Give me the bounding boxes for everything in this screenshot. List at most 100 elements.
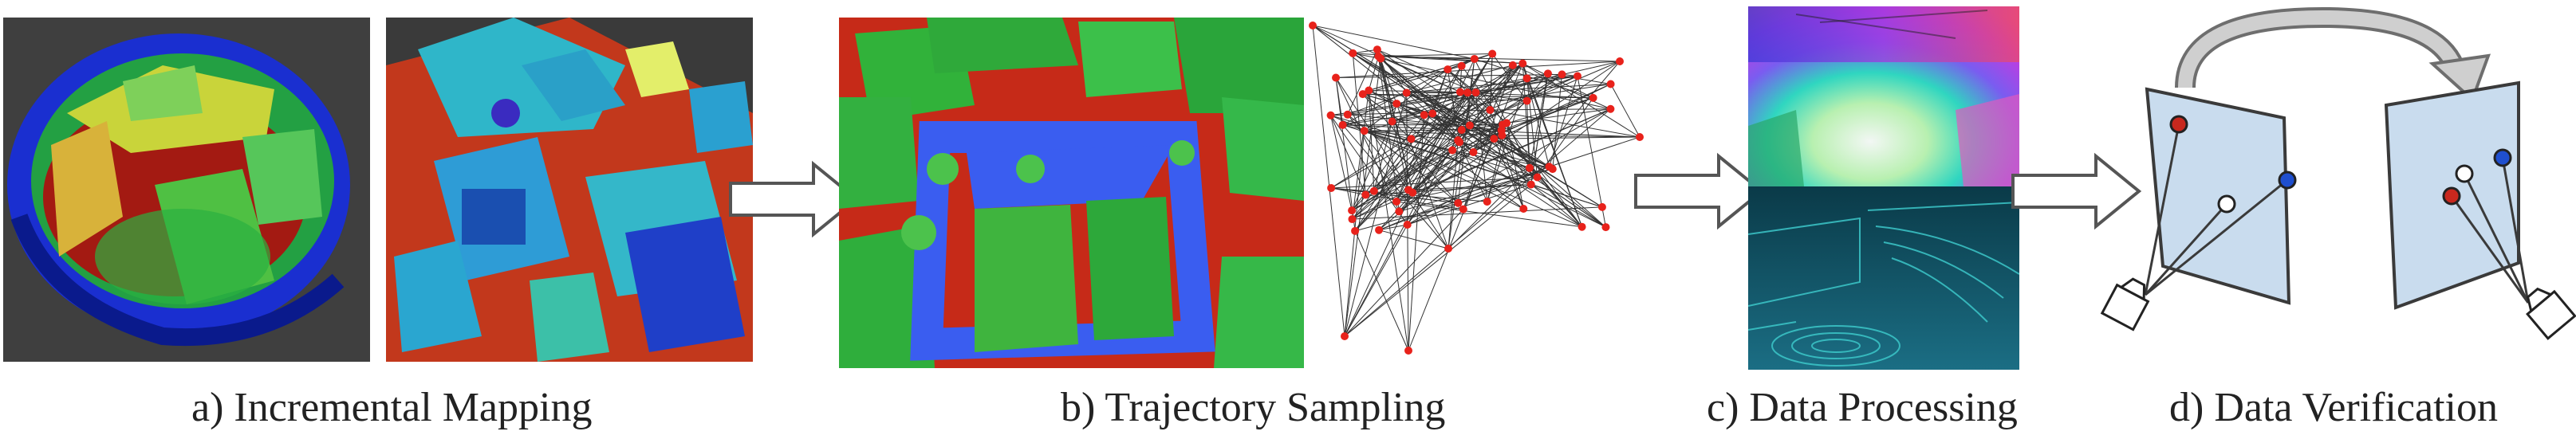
graph-edge bbox=[1368, 90, 1375, 191]
graph-edge bbox=[1475, 92, 1488, 202]
point-white-left bbox=[2217, 194, 2236, 214]
flow-arrow-c-to-d bbox=[2008, 151, 2144, 231]
graph-node bbox=[1558, 70, 1566, 79]
mapping-view-1 bbox=[3, 18, 370, 362]
graph-edge bbox=[1502, 135, 1606, 228]
graph-edge bbox=[1344, 92, 1408, 337]
graph-node bbox=[1373, 45, 1381, 54]
graph-node bbox=[1543, 69, 1552, 78]
graph-node bbox=[1403, 220, 1412, 229]
graph-node bbox=[1508, 61, 1517, 69]
graph-edge bbox=[1365, 194, 1463, 210]
graph-edge bbox=[1331, 187, 1459, 204]
graph-node bbox=[1388, 117, 1396, 126]
graph-edge bbox=[1529, 167, 1606, 228]
graph-edge bbox=[1529, 61, 1621, 169]
trajectory-graph bbox=[1305, 18, 1656, 368]
graph-node bbox=[1332, 73, 1341, 82]
graph-edge bbox=[1522, 63, 1583, 227]
graph-edge bbox=[1373, 139, 1459, 192]
graph-node bbox=[1392, 100, 1401, 108]
graph-edge bbox=[1493, 138, 1524, 210]
graph-node bbox=[1402, 88, 1411, 97]
graph-edge bbox=[1331, 187, 1487, 202]
caption-incremental-mapping: a) Incremental Mapping bbox=[191, 385, 593, 430]
left-image-plane bbox=[2145, 87, 2291, 305]
graph-node bbox=[1573, 72, 1581, 80]
graph-edge bbox=[1474, 58, 1593, 99]
mapping-view-2 bbox=[386, 18, 753, 362]
graph-node bbox=[1606, 80, 1615, 88]
graph-edge bbox=[1312, 25, 1474, 153]
graph-node bbox=[1601, 223, 1610, 232]
graph-edge bbox=[1522, 63, 1641, 138]
graph-edge bbox=[1378, 224, 1408, 231]
graph-edge bbox=[1396, 92, 1460, 104]
graph-node bbox=[1522, 74, 1531, 83]
graph-node bbox=[1486, 105, 1495, 114]
graph-node bbox=[1636, 133, 1644, 141]
graph-node bbox=[1365, 86, 1373, 95]
graph-node bbox=[1374, 52, 1383, 61]
graph-node bbox=[1448, 146, 1457, 155]
graph-edge bbox=[1354, 65, 1463, 232]
graph-edge bbox=[1490, 109, 1641, 138]
graph-edge bbox=[1487, 78, 1528, 202]
flow-arrow-a-to-b bbox=[726, 159, 861, 239]
graph-edge bbox=[1412, 192, 1459, 204]
graph-edge bbox=[1352, 206, 1602, 220]
graph-node bbox=[1455, 88, 1464, 96]
graph-edge bbox=[1469, 63, 1523, 126]
graph-edge bbox=[1506, 123, 1524, 210]
graph-edge bbox=[1373, 139, 1412, 192]
graph-node bbox=[1375, 225, 1384, 234]
verification-diagram bbox=[2097, 0, 2576, 374]
graph-edge bbox=[1368, 56, 1379, 91]
graph-edge bbox=[1330, 115, 1353, 211]
graph-node bbox=[1545, 163, 1554, 171]
graph-node bbox=[1465, 121, 1474, 130]
graph-edge bbox=[1461, 129, 1538, 178]
graph-edge bbox=[1448, 167, 1530, 249]
graph-edge bbox=[1353, 49, 1377, 54]
graph-node bbox=[1459, 205, 1467, 214]
graph-edge bbox=[1352, 53, 1606, 228]
graph-edge bbox=[1342, 124, 1641, 138]
graph-edge bbox=[1380, 58, 1463, 131]
graph-edge bbox=[1469, 61, 1621, 126]
graph-node bbox=[1420, 111, 1428, 120]
point-blue-left bbox=[2278, 171, 2297, 190]
graph-edge bbox=[1494, 136, 1641, 139]
graph-node bbox=[1348, 215, 1357, 224]
graph-edge bbox=[1344, 92, 1476, 337]
graph-edge bbox=[1392, 92, 1468, 122]
graph-edge bbox=[1347, 49, 1378, 116]
graph-edge bbox=[1463, 65, 1514, 210]
graph-edge bbox=[1529, 73, 1549, 168]
graph-edge bbox=[1522, 63, 1593, 99]
graph-edge bbox=[1330, 63, 1523, 189]
point-blue-right bbox=[2493, 148, 2512, 167]
graph-node bbox=[1457, 61, 1466, 70]
graph-edge bbox=[1312, 25, 1475, 60]
graph-node bbox=[1341, 332, 1349, 340]
graph-edge bbox=[1396, 103, 1582, 228]
graph-node bbox=[1519, 205, 1528, 214]
graph-node bbox=[1348, 206, 1357, 215]
graph-edge bbox=[1396, 201, 1582, 228]
graph-edge bbox=[1344, 224, 1408, 337]
graph-edge bbox=[1432, 63, 1523, 114]
graph-node bbox=[1404, 347, 1412, 355]
graph-edge bbox=[1364, 130, 1503, 136]
graph-edge bbox=[1392, 114, 1424, 123]
graph-node bbox=[1471, 88, 1480, 97]
graph-node bbox=[1407, 135, 1416, 143]
graph-node bbox=[1469, 147, 1478, 156]
graph-node bbox=[1369, 186, 1378, 195]
graph-node bbox=[1616, 57, 1624, 65]
graph-edge bbox=[1351, 150, 1453, 211]
flow-arrow-b-to-c bbox=[1631, 151, 1767, 231]
graph-node bbox=[1327, 183, 1336, 192]
graph-node bbox=[1518, 59, 1527, 68]
point-red-right bbox=[2442, 186, 2461, 206]
